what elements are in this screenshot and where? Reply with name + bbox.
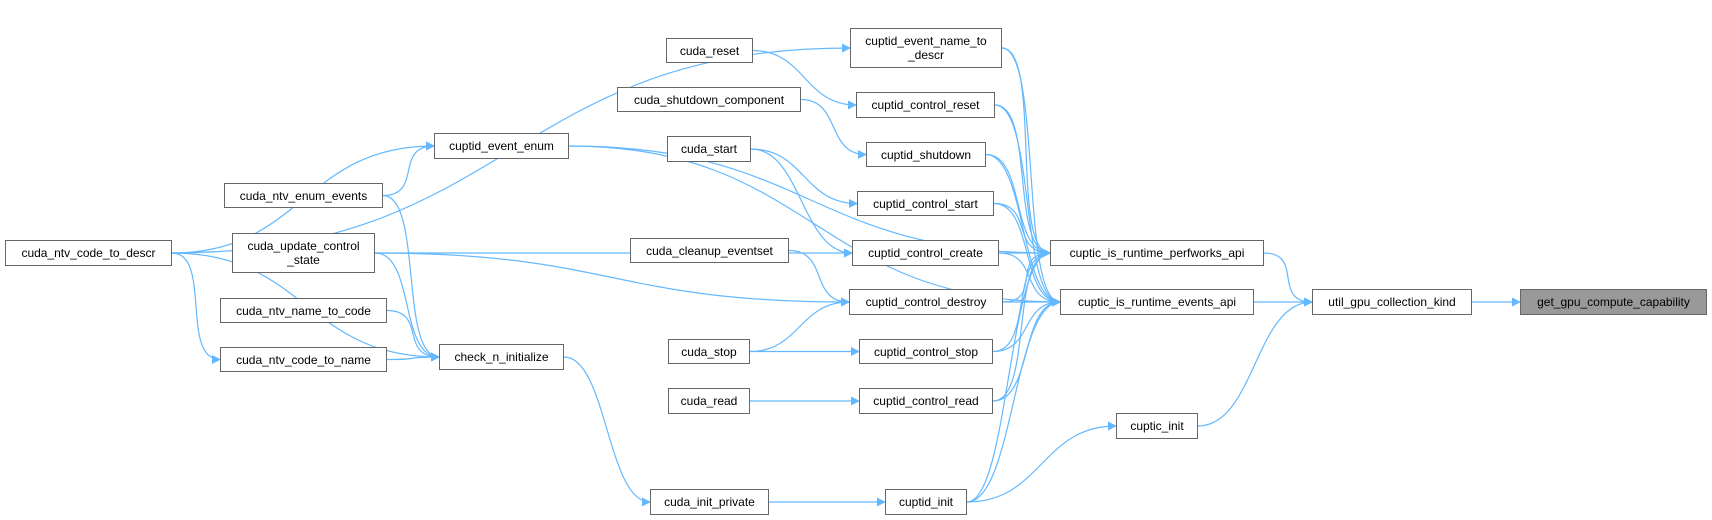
edge-cuptid_control_reset-to-cuptic_is_runtime_events_api bbox=[994, 104, 1061, 307]
edge-cuda_update_control_state-to-cuptid_control_destroy bbox=[374, 252, 850, 307]
node-cuptid-control-stop[interactable]: cuptid_control_stop bbox=[859, 339, 993, 364]
node-cuptid-control-read[interactable]: cuptid_control_read bbox=[859, 388, 993, 414]
node-cuda-ntv-code-to-descr[interactable]: cuda_ntv_code_to_descr bbox=[5, 240, 172, 266]
node-cuptid-control-reset[interactable]: cuptid_control_reset bbox=[856, 92, 995, 118]
node-cuda-read[interactable]: cuda_read bbox=[668, 388, 750, 414]
edge-cuptid_control_start-to-cuptic_is_runtime_perfworks_api bbox=[993, 202, 1051, 258]
node-cuptic-is-runtime-perfworks-api[interactable]: cuptic_is_runtime_perfworks_api bbox=[1050, 240, 1264, 266]
node-cuda-cleanup-eventset[interactable]: cuda_cleanup_eventset bbox=[630, 238, 789, 263]
node-cuptid-control-start[interactable]: cuptid_control_start bbox=[857, 191, 994, 216]
edge-cuptid_shutdown-to-cuptic_is_runtime_perfworks_api bbox=[985, 153, 1051, 258]
edge-cuda_ntv_name_to_code-to-check_n_initialize bbox=[386, 309, 440, 362]
node-cuptic-is-runtime-events-api[interactable]: cuptic_is_runtime_events_api bbox=[1060, 289, 1254, 315]
node-cuda-shutdown-component[interactable]: cuda_shutdown_component bbox=[617, 87, 801, 112]
node-cuptid-init[interactable]: cuptid_init bbox=[885, 489, 967, 515]
node-cuptid-event-name-to-descr[interactable]: cuptid_event_name_to _descr bbox=[850, 28, 1002, 68]
node-get-gpu-compute-capability: get_gpu_compute_capability bbox=[1520, 289, 1707, 315]
edge-cuptic_init-to-util_gpu_collection_kind bbox=[1197, 297, 1313, 427]
edge-cuda_ntv_enum_events-to-check_n_initialize bbox=[382, 194, 440, 362]
node-cuptid-event-enum[interactable]: cuptid_event_enum bbox=[434, 133, 569, 159]
edge-cuptid_event_enum-to-cuptic_is_runtime_events_api bbox=[568, 145, 1061, 307]
edge-check_n_initialize-to-cuda_init_private bbox=[563, 356, 651, 507]
node-cuda-ntv-enum-events[interactable]: cuda_ntv_enum_events bbox=[224, 183, 383, 208]
node-cuptic-init[interactable]: cuptic_init bbox=[1116, 413, 1198, 439]
edge-cuda_ntv_enum_events-to-cuptid_event_enum bbox=[382, 141, 435, 197]
node-cuptid-shutdown[interactable]: cuptid_shutdown bbox=[866, 142, 986, 167]
node-cuda-init-private[interactable]: cuda_init_private bbox=[650, 489, 769, 515]
node-cuda-ntv-code-to-name[interactable]: cuda_ntv_code_to_name bbox=[220, 347, 387, 372]
edge-cuptid_control_stop-to-cuptic_is_runtime_perfworks_api bbox=[992, 248, 1051, 353]
node-cuda-stop[interactable]: cuda_stop bbox=[668, 339, 750, 364]
node-cuda-ntv-name-to-code[interactable]: cuda_ntv_name_to_code bbox=[220, 298, 387, 323]
node-cuda-update-control-state[interactable]: cuda_update_control _state bbox=[232, 233, 375, 273]
node-check-n-initialize[interactable]: check_n_initialize bbox=[439, 344, 564, 370]
edge-cuptid_init-to-cuptic_is_runtime_events_api bbox=[966, 297, 1061, 503]
node-cuda-start[interactable]: cuda_start bbox=[667, 136, 751, 162]
edge-cuda_ntv_code_to_descr-to-cuda_ntv_code_to_name bbox=[171, 252, 221, 364]
edge-cuptic_is_runtime_perfworks_api-to-util_gpu_collection_kind bbox=[1263, 252, 1313, 307]
node-cuptid-control-create[interactable]: cuptid_control_create bbox=[852, 240, 999, 266]
edge-cuptid_init-to-cuptic_init bbox=[966, 421, 1117, 503]
edge-cuptid_control_reset-to-cuptic_is_runtime_perfworks_api bbox=[994, 104, 1051, 258]
edge-cuptid_event_name_to_descr-to-cuptic_is_runtime_perfworks_api bbox=[1001, 47, 1051, 258]
edge-cuptid_init-to-cuptic_is_runtime_perfworks_api bbox=[966, 248, 1051, 503]
edge-cuda_shutdown_component-to-cuptid_shutdown bbox=[800, 98, 867, 159]
edge-cuda_start-to-cuptid_control_start bbox=[750, 148, 858, 208]
edge-cuda_start-to-cuptid_control_create bbox=[750, 148, 853, 258]
edge-cuda_stop-to-cuptid_control_destroy bbox=[749, 297, 850, 353]
node-util-gpu-collection-kind[interactable]: util_gpu_collection_kind bbox=[1312, 289, 1472, 315]
edge-cuptid_shutdown-to-cuptic_is_runtime_events_api bbox=[985, 153, 1061, 307]
edge-cuptid_control_stop-to-cuptic_is_runtime_events_api bbox=[992, 297, 1061, 353]
edge-cuptid_event_name_to_descr-to-cuptic_is_runtime_events_api bbox=[1001, 47, 1061, 307]
edge-cuda_update_control_state-to-check_n_initialize bbox=[374, 252, 440, 362]
node-cuptid-control-destroy[interactable]: cuptid_control_destroy bbox=[849, 289, 1003, 315]
node-cuda-reset[interactable]: cuda_reset bbox=[666, 38, 753, 63]
edge-cuda_cleanup_eventset-to-cuptid_control_destroy bbox=[788, 249, 850, 307]
edge-cuptid_control_read-to-cuptic_is_runtime_perfworks_api bbox=[992, 248, 1051, 402]
